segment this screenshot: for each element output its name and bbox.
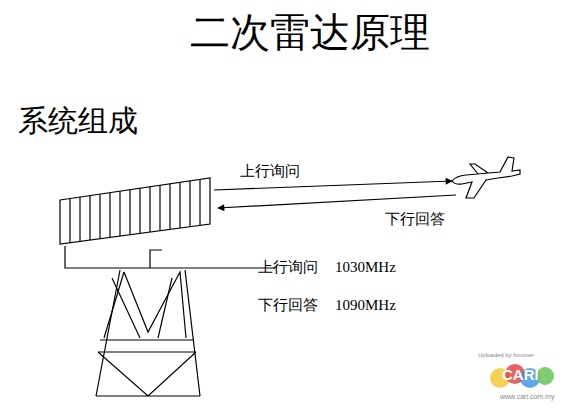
watermark: www.cari.com.my [500,393,554,401]
tower [96,270,200,396]
signal-label: 上行询问 [258,259,318,276]
antenna-rib [119,191,120,236]
downlink-arrow [218,195,456,208]
title: 二次雷达原理 [190,10,430,56]
antenna-rib [199,179,200,225]
frequency-value: 1030MHz [335,259,396,276]
antenna-rib [89,196,90,240]
antenna-rib [109,193,110,238]
antenna-panel [60,178,210,244]
frequency-value: 1090MHz [335,297,396,314]
section-heading: 系统组成 [18,104,138,139]
antenna-rib [169,184,170,229]
signal-label: 下行回答 [385,211,445,228]
antenna-ribs [70,179,200,242]
watermark: Uploaded by forumer [478,352,534,359]
antenna-rib [159,185,160,230]
antenna-rib [129,190,130,235]
antenna-platform [65,246,275,268]
signal-label: 上行询问 [240,163,300,180]
antenna-rib [179,182,180,228]
signal-label: 下行回答 [258,297,318,314]
uplink-arrow [214,181,452,190]
antenna-rib [69,199,70,243]
antenna-rib [139,188,140,233]
antenna-rib [79,197,80,241]
aircraft [452,157,520,198]
watermark-logo-text: CARI [502,366,539,383]
antenna-rib [149,187,150,232]
antenna-rib [189,181,190,227]
watermark-logo [490,364,554,388]
antenna-rib [99,194,100,239]
